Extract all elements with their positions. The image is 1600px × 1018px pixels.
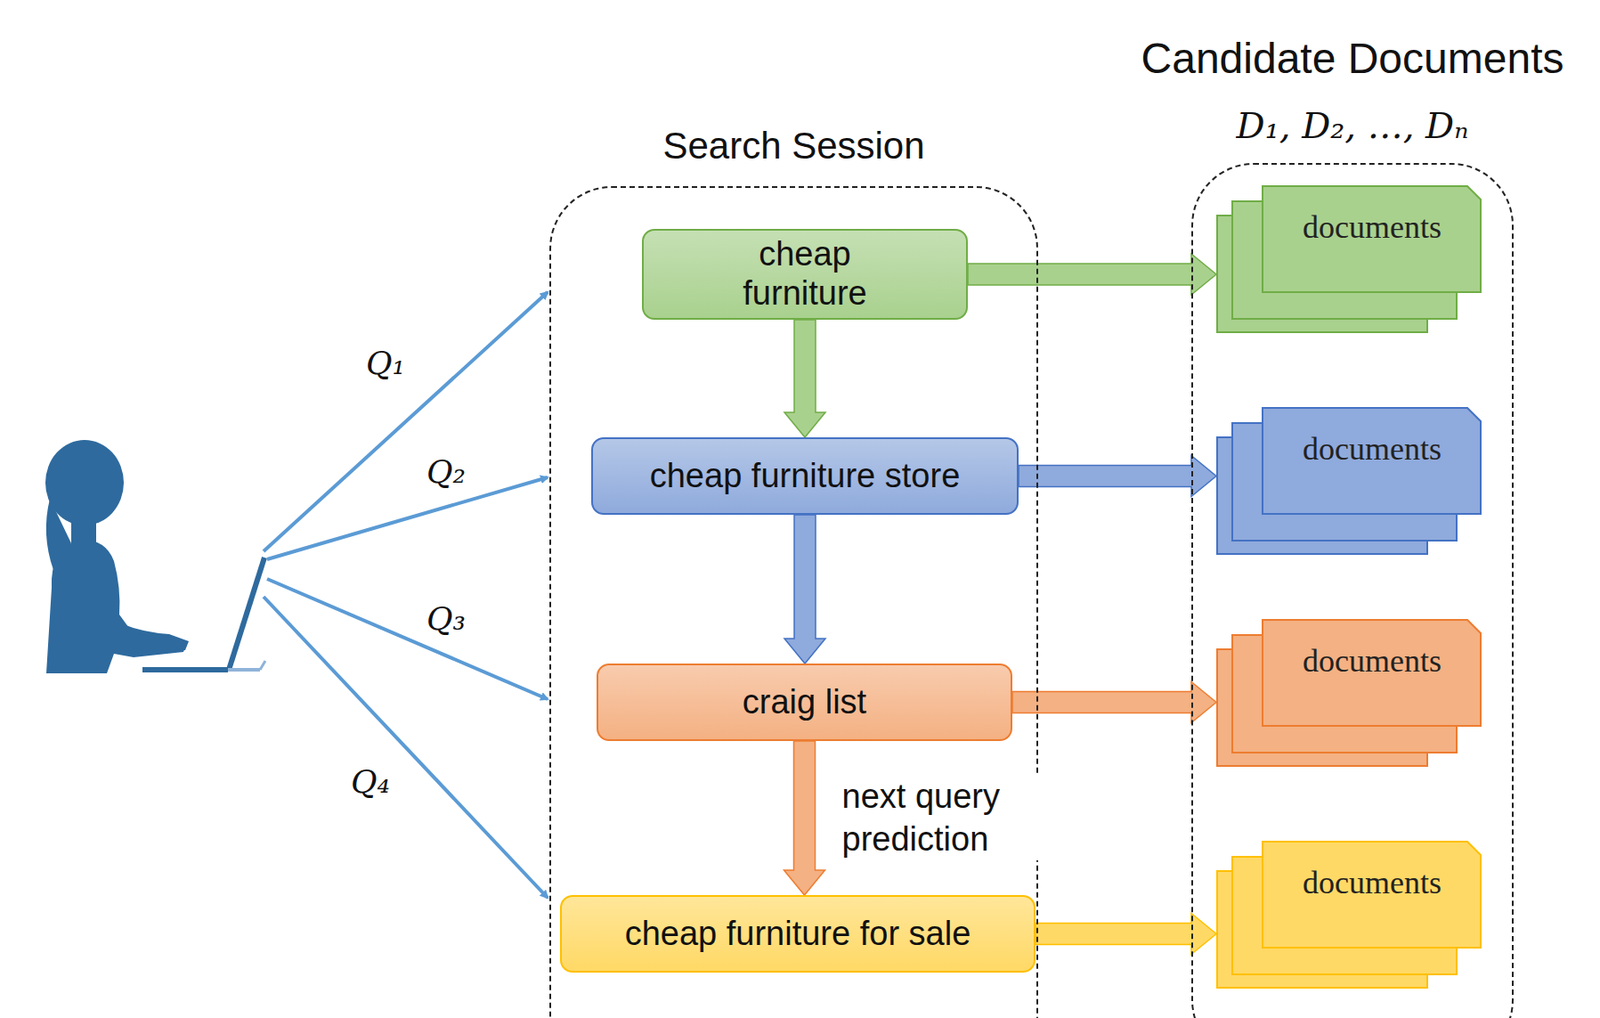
- query-text: craig list: [742, 682, 867, 723]
- edge-label: next query prediction: [840, 775, 1046, 861]
- query-number: Q₂: [426, 453, 466, 490]
- query-box: cheap furniture: [641, 228, 968, 320]
- query-box: cheap furniture for sale: [560, 894, 1036, 973]
- query-box: craig list: [596, 663, 1013, 741]
- document-stack: documents: [1216, 840, 1482, 989]
- query-number: Q₃: [426, 600, 466, 637]
- query-number: Q₄: [350, 763, 390, 800]
- flow-arrow: [784, 319, 826, 438]
- document-stack: documents: [1216, 618, 1482, 767]
- document-label: documents: [1264, 430, 1480, 469]
- query-box: cheap furniture store: [591, 437, 1019, 515]
- document-stack: documents: [1216, 185, 1482, 333]
- flow-arrow: [1035, 913, 1217, 955]
- document-stack: documents: [1216, 406, 1482, 555]
- stack-sheets: [1216, 618, 1482, 767]
- document-label: documents: [1264, 863, 1480, 902]
- flow-arrow: [784, 740, 826, 895]
- laptop: [142, 557, 266, 670]
- flow-arrow: [784, 514, 826, 664]
- group-title: Search Session: [662, 123, 925, 169]
- document-sheet: [1262, 407, 1481, 514]
- query-text: cheap furniture for sale: [625, 914, 972, 954]
- document-sheet: [1262, 841, 1481, 948]
- document-sheet: [1262, 619, 1481, 726]
- group-title: Candidate Documents: [1141, 32, 1565, 85]
- stack-sheets: [1216, 185, 1482, 333]
- document-sheet: [1262, 186, 1481, 293]
- group-subtitle: D₁, D₂, …, Dₙ: [1236, 104, 1470, 147]
- document-label: documents: [1264, 641, 1480, 681]
- dashed-group: Candidate DocumentsD₁, D₂, …, Dₙdocument…: [1191, 162, 1514, 1018]
- query-text: cheap furniture store: [649, 456, 961, 496]
- flow-arrow: [967, 253, 1217, 295]
- person-silhouette: [45, 439, 189, 674]
- stack-sheets: [1216, 406, 1482, 555]
- dashed-group: Search Sessioncheap furniturecheap furni…: [549, 186, 1039, 1018]
- query-number: Q₁: [365, 344, 406, 382]
- stack-sheets: [1216, 840, 1482, 989]
- document-label: documents: [1264, 208, 1480, 247]
- flow-arrow: [1018, 455, 1217, 497]
- flow-arrow: [1012, 682, 1217, 723]
- query-text: cheap furniture: [698, 235, 912, 313]
- query-lines: [263, 292, 548, 898]
